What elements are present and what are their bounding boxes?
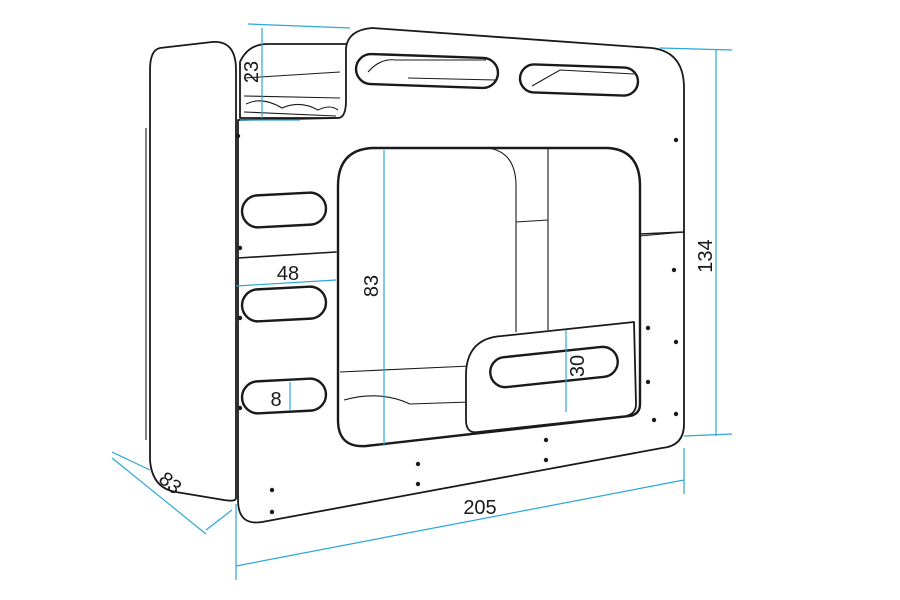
ladder-rung-3: [240, 377, 328, 415]
ladder: [240, 191, 328, 415]
ladder-width-label: 48: [277, 263, 299, 285]
side-panel: [145, 41, 237, 502]
lower-board-height-label: 30: [567, 355, 589, 377]
bolt-holes: [235, 133, 679, 515]
rung-height-label: 8: [270, 389, 281, 411]
lower-front-board: [465, 321, 637, 434]
guardrail-slots: [354, 52, 640, 97]
dimension-lines: [111, 23, 733, 580]
opening-height-label: 83: [361, 275, 383, 297]
guardrail-height-label: 23: [241, 61, 263, 83]
ladder-rung-1: [240, 191, 328, 229]
dimension-labels: 134 205 83 83 48 23 30 8: [154, 61, 717, 519]
total-length-label: 205: [463, 497, 496, 519]
ladder-rung-2: [240, 285, 328, 323]
upper-bunk-area: [239, 43, 353, 119]
total-height-label: 134: [695, 239, 717, 272]
